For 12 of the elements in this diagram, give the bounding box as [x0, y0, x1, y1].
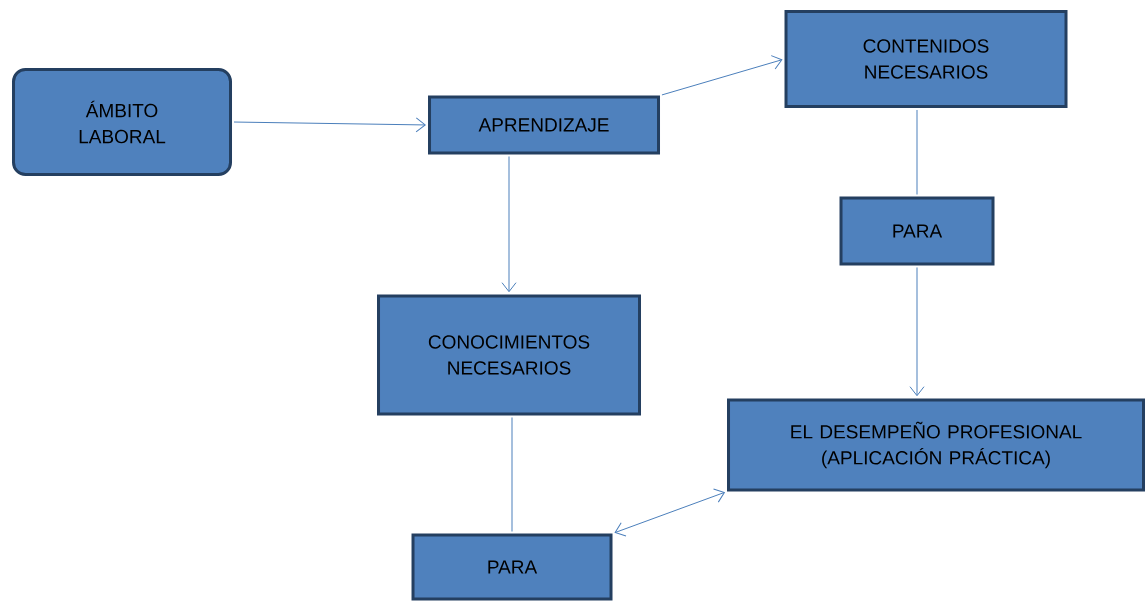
arrow: [909, 267, 925, 397]
process-box: CONTENIDOS NECESARIOS: [784, 10, 1068, 108]
process-box: EL DESEMPEÑO PROFESIONAL (APLICACIÓN PRÁCTICA): [727, 398, 1145, 492]
arrow: [614, 488, 725, 537]
process-box: APRENDIZAJE: [428, 95, 660, 155]
process-box: PARA: [411, 533, 613, 601]
rounded-box: ÁMBITO LABORAL: [12, 68, 232, 176]
arrow: [661, 55, 783, 96]
process-box: PARA: [839, 196, 995, 266]
arrow: [233, 117, 426, 133]
process-box: CONOCIMIENTOS NECESARIOS: [377, 294, 641, 416]
arrow: [501, 156, 517, 293]
